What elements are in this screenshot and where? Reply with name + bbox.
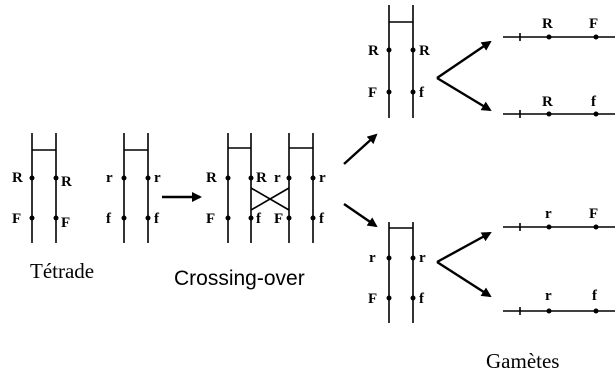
allele-label: R bbox=[206, 170, 217, 186]
allele-label: f bbox=[419, 85, 425, 101]
allele-label: f bbox=[106, 211, 112, 227]
arrow-gamete bbox=[436, 231, 492, 264]
crossover-homolog-1: R R F f bbox=[206, 133, 267, 243]
allele-label: F bbox=[12, 211, 21, 227]
allele-label: R bbox=[61, 174, 72, 190]
allele-label: r bbox=[419, 250, 426, 266]
crossover-homolog-2: r r F f bbox=[274, 133, 326, 243]
allele-label: R bbox=[542, 16, 553, 32]
allele-label: r bbox=[319, 170, 326, 186]
gamete-rF: r F bbox=[503, 206, 615, 231]
allele-label: r bbox=[545, 206, 552, 222]
allele-label: R bbox=[419, 43, 430, 59]
allele-label: f bbox=[154, 211, 160, 227]
allele-label: F bbox=[589, 206, 598, 222]
arrow-gamete bbox=[436, 260, 492, 298]
tetrad-homolog-RF: R R F F bbox=[12, 133, 72, 243]
allele-label: f bbox=[256, 211, 262, 227]
allele-label: r bbox=[106, 170, 113, 186]
crossing-over-label: Crossing-over bbox=[174, 267, 305, 290]
allele-label: r bbox=[154, 170, 161, 186]
allele-label: F bbox=[368, 291, 377, 307]
arrow-down-right bbox=[343, 203, 378, 228]
allele-label: r bbox=[369, 250, 376, 266]
tetrad-homolog-rf: r r f f bbox=[106, 133, 161, 243]
gamete-RF: R F bbox=[503, 16, 615, 41]
allele-label: R bbox=[542, 94, 553, 110]
allele-label: r bbox=[545, 288, 552, 304]
tetrade-label: Tétrade bbox=[30, 259, 94, 283]
allele-label: f bbox=[319, 211, 325, 227]
arrow-gamete bbox=[436, 76, 492, 112]
arrow-up-right bbox=[343, 133, 378, 165]
gamete-rf: r f bbox=[503, 288, 615, 315]
allele-label: F bbox=[368, 85, 377, 101]
allele-label: r bbox=[274, 170, 281, 186]
gamete-Rf: R f bbox=[503, 94, 615, 118]
gametes-label: Gamètes bbox=[486, 349, 559, 373]
allele-label: f bbox=[419, 291, 425, 307]
allele-label: F bbox=[61, 215, 70, 231]
allele-label: f bbox=[591, 94, 597, 110]
arrow-gamete bbox=[436, 40, 492, 79]
chiasma-cross bbox=[250, 187, 290, 211]
allele-label: F bbox=[274, 211, 283, 227]
allele-label: R bbox=[12, 170, 23, 186]
cell-top: R R F f bbox=[368, 5, 430, 118]
cell-bottom: r r F f bbox=[368, 222, 426, 323]
allele-label: F bbox=[589, 16, 598, 32]
allele-label: f bbox=[592, 288, 598, 304]
allele-label: F bbox=[206, 211, 215, 227]
allele-label: R bbox=[256, 170, 267, 186]
allele-label: R bbox=[368, 43, 379, 59]
